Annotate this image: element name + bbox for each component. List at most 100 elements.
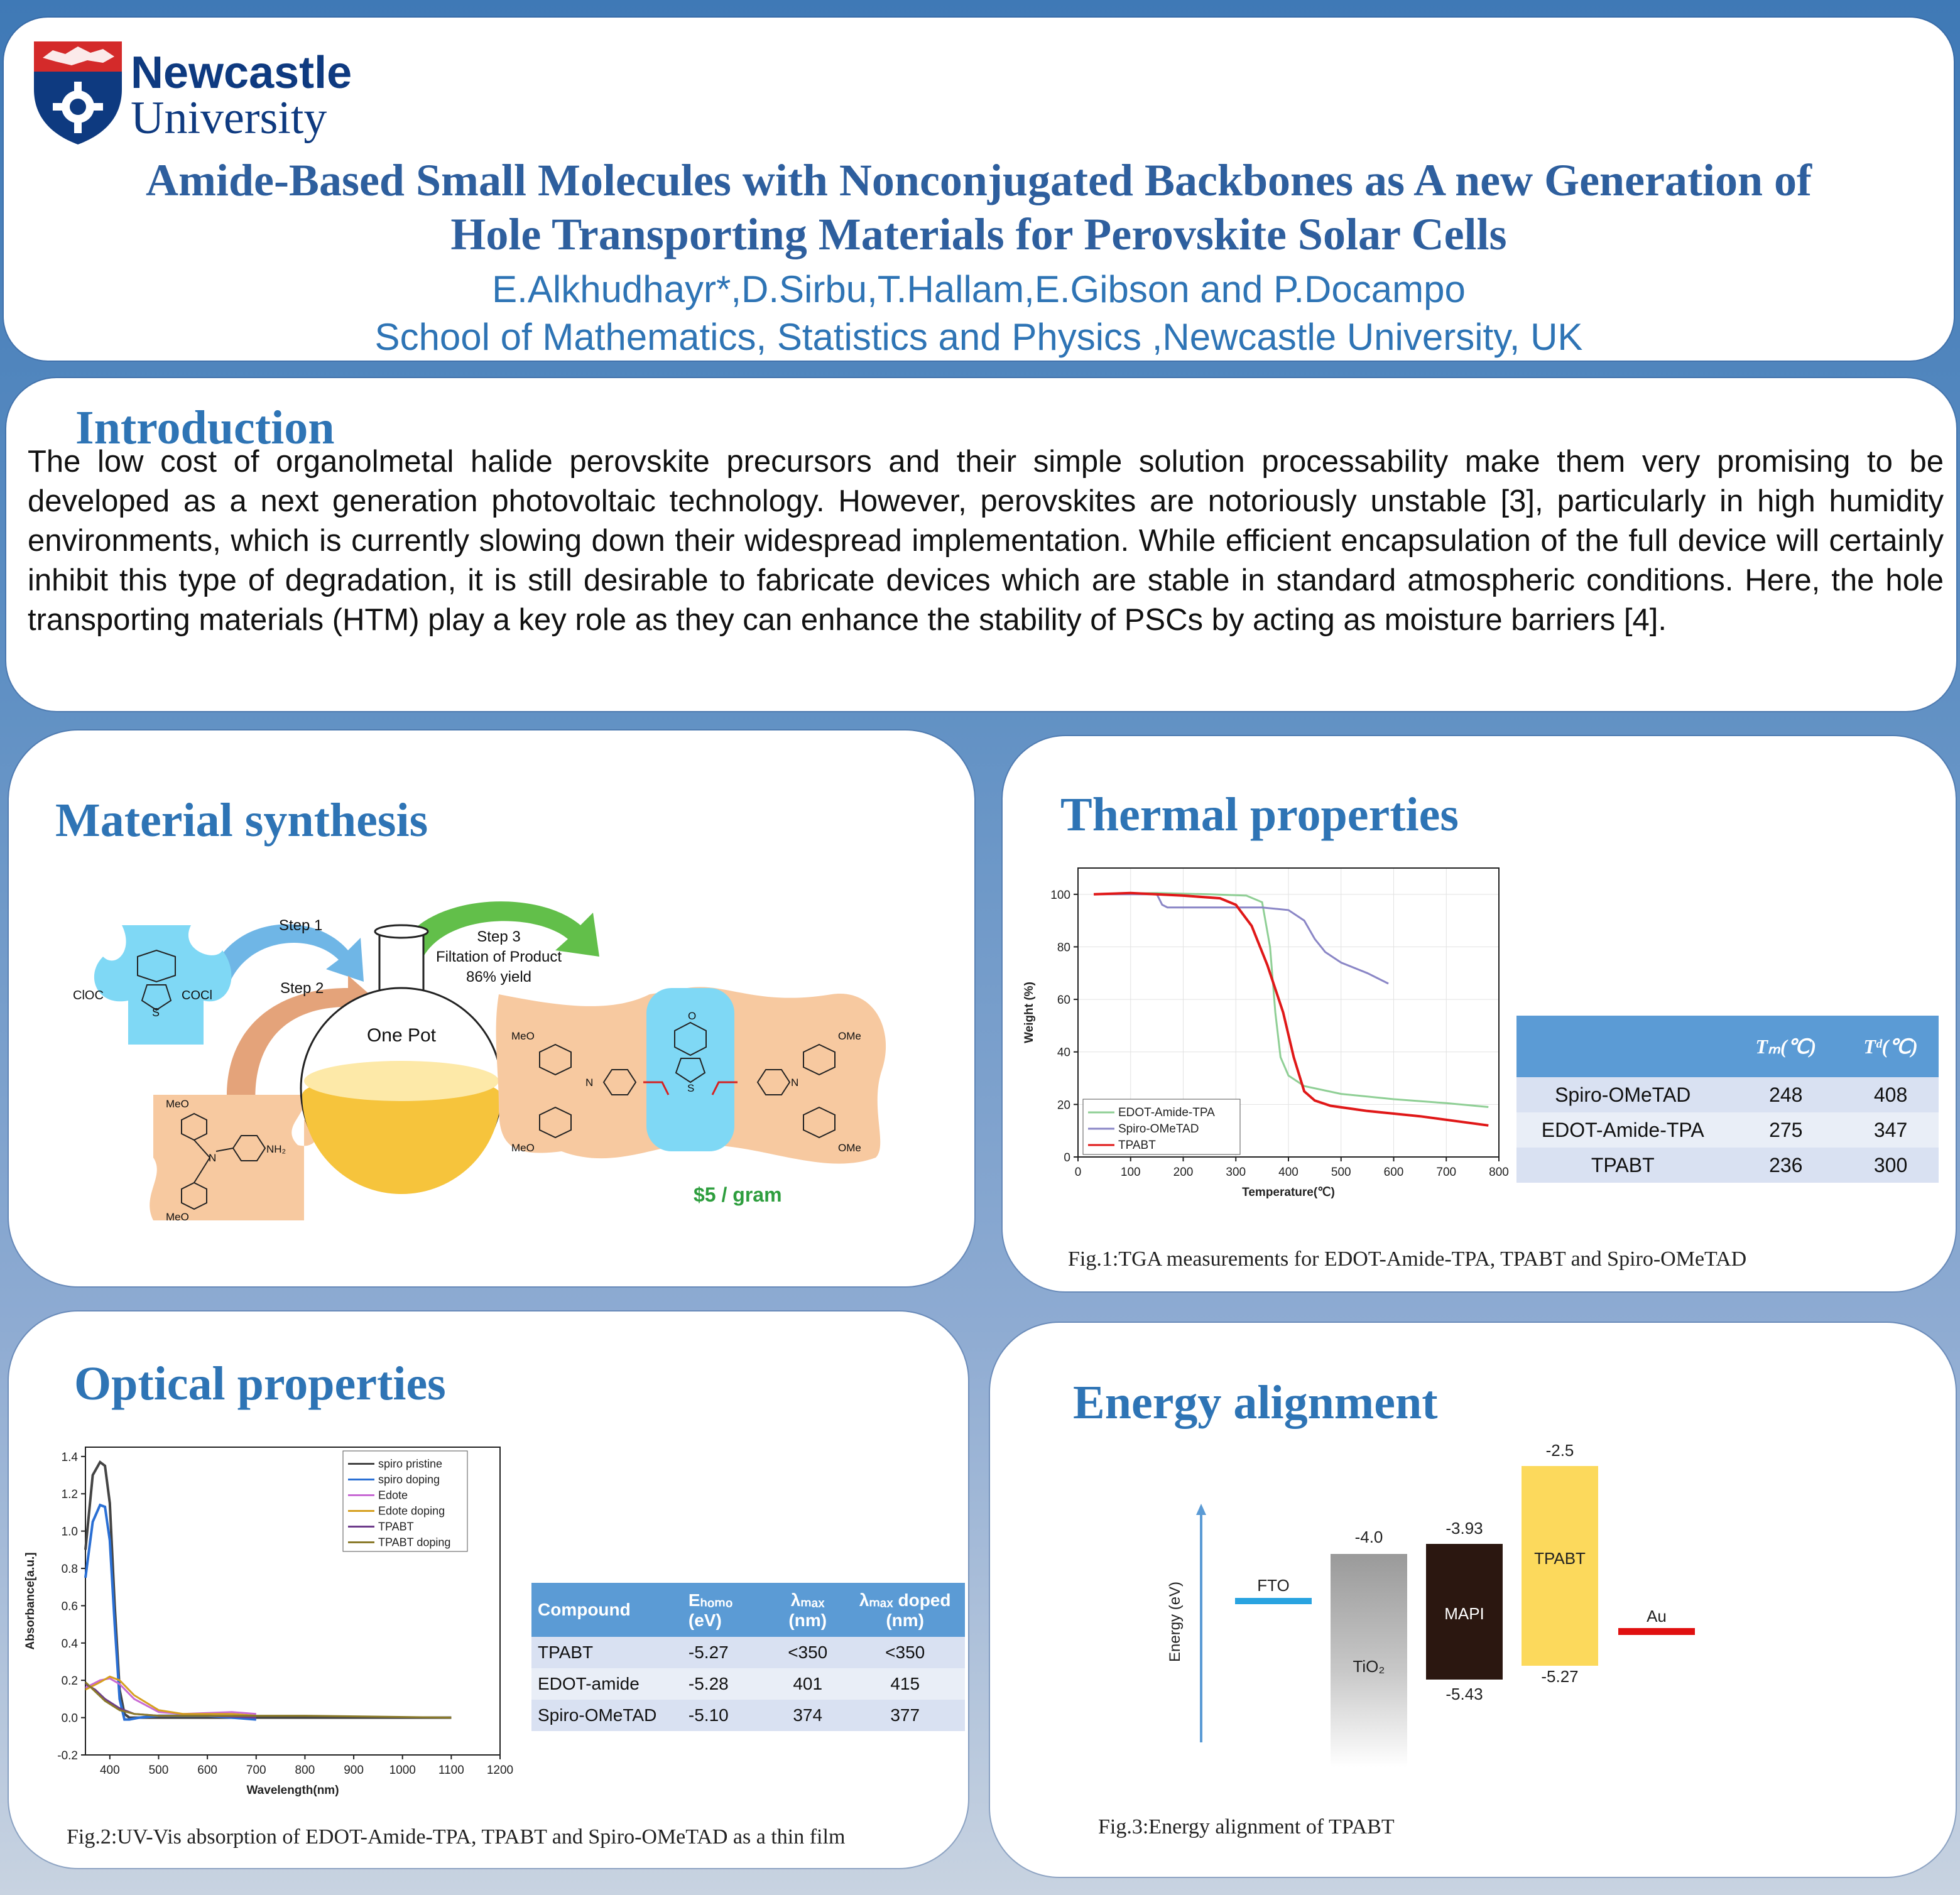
thermal-table-header-tm: Tₘ(℃) — [1729, 1016, 1843, 1077]
product-ome-1: OMe — [838, 1030, 861, 1042]
table-cell: 300 — [1843, 1148, 1939, 1183]
series-line-edot-amide-tpa — [1094, 892, 1489, 1108]
header-panel: Newcastle University Amide-Based Small M… — [4, 18, 1954, 361]
fto-label: FTO — [1257, 1576, 1290, 1595]
product-n-2: N — [791, 1077, 798, 1089]
introduction-heading: Introduction — [75, 401, 335, 454]
tpabt-bottom-value: -5.27 — [1541, 1667, 1578, 1686]
thermal-caption: Fig.1:TGA measurements for EDOT-Amide-TP… — [1068, 1247, 1747, 1271]
tpabt-band — [1522, 1466, 1598, 1666]
introduction-panel: Introduction The low cost of organolmeta… — [6, 378, 1956, 711]
meo-label-2: MeO — [166, 1211, 189, 1223]
table-cell: 275 — [1729, 1112, 1843, 1148]
series-line-edote — [85, 1677, 256, 1715]
series-line-edote-doping — [85, 1675, 256, 1717]
table-cell: 408 — [1843, 1077, 1939, 1112]
au-label: Au — [1647, 1607, 1667, 1626]
logo-word-1: Newcastle — [131, 48, 352, 98]
tpabt-label: TPABT — [1534, 1549, 1586, 1568]
tio2-band — [1331, 1554, 1407, 1767]
cloc-label: ClOC — [73, 989, 104, 1002]
university-logo: Newcastle University — [34, 41, 352, 144]
thermal-table-header-0 — [1516, 1016, 1729, 1077]
energy-panel: Energy alignment Energy (eV) FTO -4.0 Ti… — [990, 1323, 1956, 1877]
y-tick-label: 0.4 — [62, 1637, 79, 1651]
x-tick-label: 300 — [1226, 1166, 1246, 1179]
logo-word-2: University — [131, 92, 327, 144]
legend-label: Edote doping — [378, 1505, 445, 1518]
step3-label-3: 86% yield — [466, 969, 531, 986]
y-tick-label: 20 — [1057, 1099, 1070, 1112]
table-cell: 374 — [770, 1700, 846, 1731]
table-cell: 248 — [1729, 1077, 1843, 1112]
x-tick-label: 600 — [197, 1764, 217, 1777]
table-cell: -5.28 — [683, 1668, 771, 1700]
synthesis-scheme: Step 1 Step 2 Step 3 Filtation of Produc… — [73, 901, 886, 1223]
x-tick-label: 1100 — [438, 1764, 464, 1777]
cocl-label: COCl — [182, 989, 212, 1002]
tio2-label: TiO₂ — [1353, 1657, 1385, 1676]
x-tick-label: 700 — [1436, 1166, 1456, 1179]
y-axis-label: Absorbance[a.u.] — [24, 1552, 37, 1649]
table-row: Spiro-OMeTAD 248 408 — [1516, 1077, 1939, 1112]
optical-table-header-lmax: λₘₐₓ (nm) — [770, 1583, 846, 1637]
y-tick-label: 1.0 — [62, 1526, 78, 1539]
one-pot-label: One Pot — [367, 1025, 437, 1046]
product-structure — [539, 1021, 836, 1139]
y-tick-label: 0.0 — [62, 1712, 78, 1725]
series-line-tpabt-doping — [84, 1681, 452, 1719]
mapi-band — [1426, 1544, 1503, 1680]
x-tick-label: 800 — [1489, 1166, 1509, 1179]
authors: E.Alkhudhayr*,D.Sirbu,T.Hallam,E.Gibson … — [492, 268, 1466, 310]
table-row: TPABT -5.27 <350 <350 — [531, 1637, 965, 1668]
n-atom-1: N — [209, 1152, 216, 1164]
legend-label: TPABT doping — [378, 1536, 450, 1549]
legend-box — [342, 1450, 468, 1552]
x-tick-label: 200 — [1173, 1166, 1194, 1179]
y-tick-label: 60 — [1057, 994, 1070, 1007]
x-axis-label: Wavelength(nm) — [246, 1784, 339, 1797]
x-tick-label: 600 — [1384, 1166, 1404, 1179]
nh2-label: NH₂ — [266, 1143, 286, 1155]
amine-structure — [181, 1112, 266, 1210]
step1-arrow — [210, 924, 364, 985]
table-cell: 347 — [1843, 1112, 1939, 1148]
y-tick-label: 0.8 — [62, 1563, 78, 1576]
table-row: EDOT-amide -5.28 401 415 — [531, 1668, 965, 1700]
y-tick-label: 40 — [1057, 1046, 1070, 1060]
table-row: EDOT-Amide-TPA 275 347 — [1516, 1112, 1939, 1148]
thermal-heading: Thermal properties — [1060, 788, 1459, 841]
product-o: O — [688, 1010, 696, 1022]
x-tick-label: 1200 — [487, 1764, 513, 1777]
step2-label: Step 2 — [280, 980, 324, 997]
optical-table-header-ehomo: Eₕₒₘₒ (eV) — [683, 1583, 771, 1637]
energy-heading: Energy alignment — [1073, 1376, 1438, 1429]
legend-label: EDOT-Amide-TPA — [1118, 1106, 1215, 1119]
energy-diagram: Energy (eV) FTO -4.0 TiO₂ -3.93 MAPI -5.… — [1167, 1441, 1695, 1767]
optical-table: Compound Eₕₒₘₒ (eV) λₘₐₓ (nm) λₘₐₓ doped… — [531, 1583, 965, 1731]
amine-piece — [150, 1095, 318, 1220]
table-cell: TPABT — [531, 1637, 683, 1668]
table-cell: -5.10 — [683, 1700, 771, 1731]
table-cell: Spiro-OMeTAD — [531, 1700, 683, 1731]
table-cell: 236 — [1729, 1148, 1843, 1183]
table-cell: TPABT — [1516, 1148, 1729, 1183]
y-tick-label: 80 — [1057, 941, 1070, 954]
table-cell: 401 — [770, 1668, 846, 1700]
one-pot-flask — [300, 924, 503, 1194]
step3-label-1: Step 3 — [477, 928, 520, 945]
step3-label-2: Filtation of Product — [436, 948, 562, 965]
y-tick-label: -0.2 — [57, 1749, 78, 1762]
table-cell: EDOT-amide — [531, 1668, 683, 1700]
legend-label: Spiro-OMeTAD — [1118, 1122, 1199, 1136]
optical-caption: Fig.2:UV-Vis absorption of EDOT-Amide-TP… — [67, 1825, 846, 1849]
x-tick-label: 500 — [149, 1764, 169, 1777]
table-cell: EDOT-Amide-TPA — [1516, 1112, 1729, 1148]
product-n-1: N — [585, 1077, 593, 1089]
energy-axis-label: Energy (eV) — [1167, 1582, 1184, 1662]
product-ome-2: OMe — [838, 1142, 861, 1154]
table-row: TPABT 236 300 — [1516, 1148, 1939, 1183]
